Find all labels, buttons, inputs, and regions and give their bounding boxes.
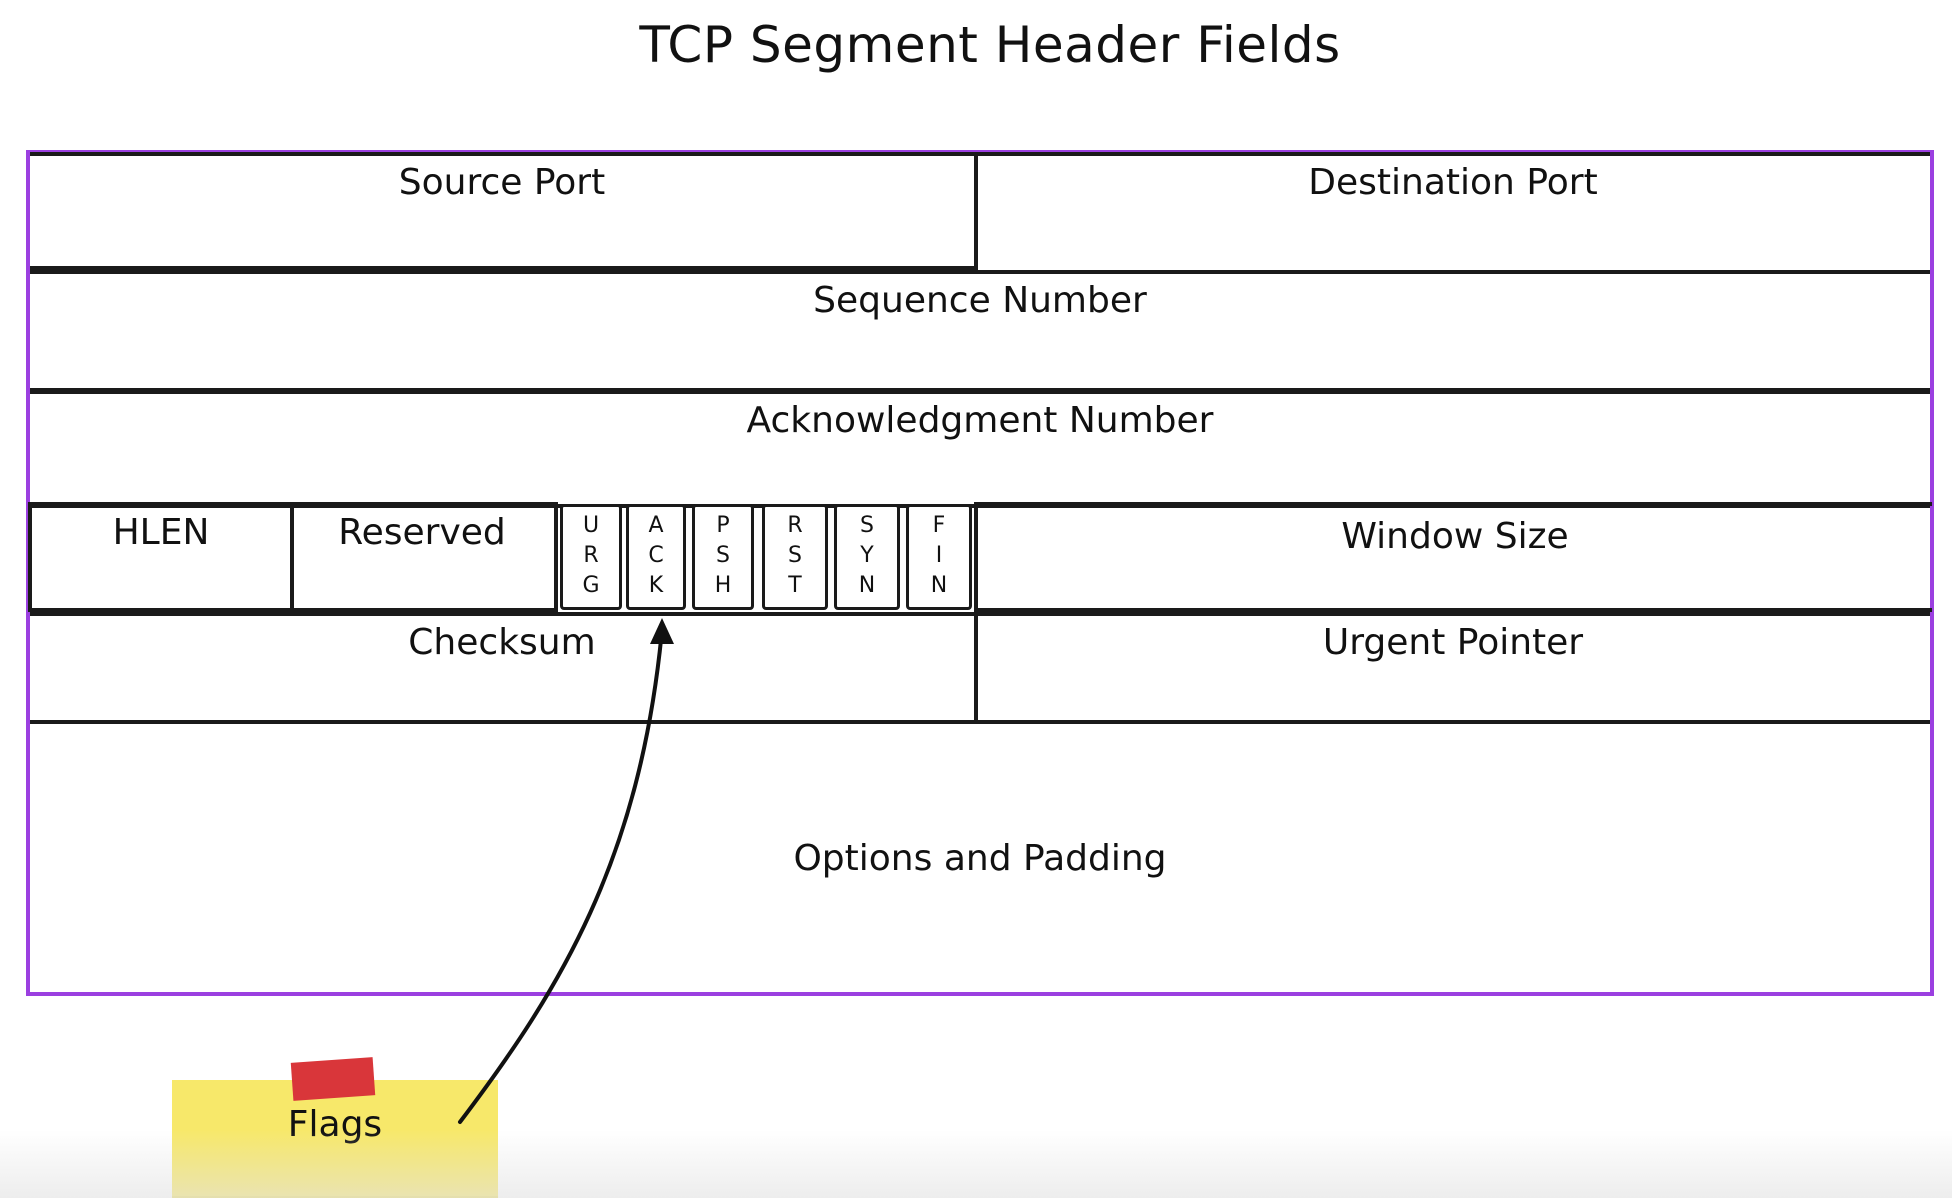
flag-fin: F I N [906,504,972,610]
flag-ack-letter-2: C [648,543,664,568]
flag-fin-letter-2: I [935,543,943,568]
reserved-label: Reserved [338,512,506,553]
options-padding-label: Options and Padding [793,837,1167,879]
urgent-pointer-field: Urgent Pointer [976,612,1930,724]
hlen-field: HLEN [28,502,294,612]
flag-psh-letter-3: H [714,573,732,598]
source-port-label: Source Port [398,162,606,203]
acknowledgment-number-field: Acknowledgment Number [30,390,1930,508]
flag-ack-letter-1: A [648,513,664,538]
flag-fin-letter-3: N [930,573,948,598]
flag-rst-letter-1: R [787,513,803,538]
checksum-label: Checksum [408,622,596,663]
flags-arrow-line [458,628,664,1124]
destination-port-label: Destination Port [1308,162,1598,203]
window-size-label: Window Size [1341,516,1569,557]
flag-ack-letter-3: K [648,573,664,598]
flag-psh-letter-2: S [716,543,730,568]
flag-urg: U R G [560,504,622,610]
source-port-field: Source Port [30,152,978,270]
reserved-field: Reserved [290,502,558,612]
flag-urg-letter-1: U [582,513,600,538]
sequence-number-label: Sequence Number [813,280,1147,321]
flag-fin-letter-1: F [932,513,946,538]
urgent-pointer-label: Urgent Pointer [1322,622,1584,663]
flag-rst-letter-3: T [788,573,802,598]
flag-psh-letter-1: P [716,513,730,538]
flag-syn-letter-3: N [858,573,876,598]
checksum-field: Checksum [30,612,978,724]
flags-arrow-head [650,618,674,644]
window-size-field: Window Size [974,502,1932,612]
flag-syn-letter-2: Y [860,543,874,568]
flag-psh: P S H [692,504,754,610]
flag-urg-letter-3: G [582,573,600,598]
flag-rst-letter-2: S [788,543,802,568]
flag-syn: S Y N [834,504,900,610]
options-padding-field: Options and Padding [30,724,1930,992]
acknowledgment-number-label: Acknowledgment Number [746,400,1214,441]
flag-urg-letter-2: R [583,543,599,568]
flag-rst: R S T [762,504,828,610]
flag-syn-letter-1: S [860,513,874,538]
diagram-title: TCP Segment Header Fields [639,16,1341,74]
hlen-label: HLEN [112,512,210,553]
flag-ack: A C K [626,504,686,610]
